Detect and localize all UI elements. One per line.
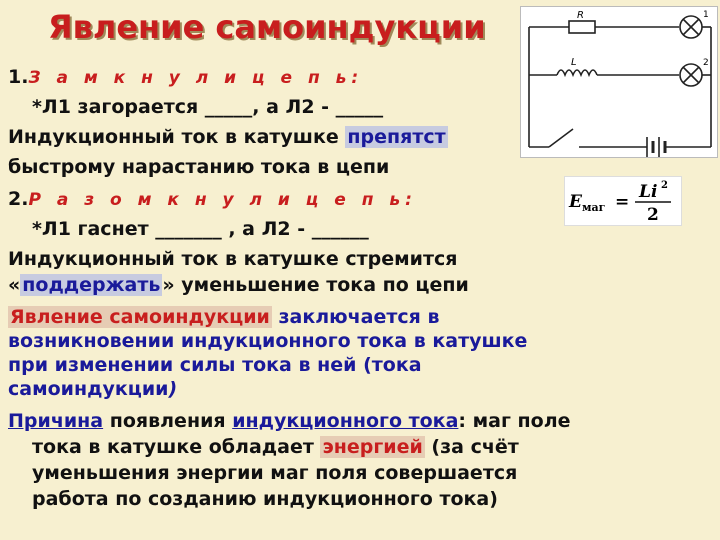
- step-1-heading: 1.З а м к н у л и ц е п ь:: [8, 66, 363, 88]
- cause-line-2: тока в катушке обладает энергией (за счё…: [32, 436, 519, 458]
- definition-line-2: возникновении индукционного тока в катуш…: [8, 330, 528, 352]
- resistor-symbol: [568, 20, 596, 34]
- slide-title: Явление самоиндукции: [48, 8, 486, 46]
- sustain-keyword: поддержать: [20, 274, 163, 296]
- step-2-label: Р а з о м к н у л и ц е п ь:: [28, 190, 417, 210]
- cause-text-2b: (за счёт: [424, 436, 519, 458]
- definition-line-1: Явление самоиндукции заключается в: [8, 306, 439, 328]
- step-2-number: 2.: [8, 188, 29, 210]
- lamp-open-statement: *Л1 гаснет _______ , а Л2 - ______: [32, 218, 369, 240]
- definition-line-4: самоиндукции): [8, 378, 177, 400]
- cause-rest: : маг поле: [458, 410, 571, 432]
- lamp-1-label: 1: [703, 10, 709, 20]
- quote-rest: » уменьшение тока по цепи: [162, 274, 469, 296]
- lamp-closed-statement: *Л1 загорается _____, а Л2 - _____: [32, 96, 384, 118]
- step-2-heading: 2.Р а з о м к н у л и ц е п ь:: [8, 188, 417, 210]
- step-1-label: З а м к н у л и ц е п ь:: [28, 68, 364, 88]
- formula-denominator: 2: [647, 205, 659, 225]
- induced-current-line-3: Индукционный ток в катушке стремится: [8, 248, 458, 270]
- switch-symbol: [548, 128, 574, 148]
- formula-numerator: Li: [638, 182, 657, 202]
- quote-open: «: [8, 274, 21, 296]
- coil-label: L: [571, 57, 577, 68]
- formula-exponent: 2: [661, 180, 668, 191]
- resistor-label: R: [577, 10, 584, 21]
- coil-symbol: [556, 69, 598, 78]
- energy-formula: E маг = Li 2 2: [564, 176, 682, 226]
- cause-line-3: уменьшения энергии маг поля совершается: [32, 462, 518, 484]
- cause-term: Причина: [8, 410, 104, 432]
- definition-paren: ): [168, 378, 178, 400]
- circuit-diagram: R L 1 2: [520, 6, 718, 158]
- energy-keyword: энергией: [320, 436, 425, 458]
- cause-text-2: тока в катушке обладает: [32, 436, 321, 458]
- cause-term-2: индукционного тока: [232, 410, 459, 432]
- definition-line-3: при изменении силы тока в ней (тока: [8, 354, 422, 376]
- step-1-number: 1.: [8, 66, 29, 88]
- cause-line-4: работа по созданию индукционного тока): [32, 488, 498, 510]
- formula-subscript: маг: [582, 201, 606, 214]
- cause-line-1: Причина появления индукционного тока: ма…: [8, 410, 571, 432]
- formula-equals: =: [615, 192, 629, 212]
- definition-text-4: самоиндукции: [8, 378, 169, 400]
- cause-mid: появления: [103, 410, 233, 432]
- definition-text-1: заключается в: [271, 306, 440, 328]
- induced-current-line-1: Индукционный ток в катушке препятст: [8, 126, 448, 148]
- lamp-2-label: 2: [703, 58, 709, 68]
- induced-current-text: Индукционный ток в катушке: [8, 126, 346, 148]
- opposes-keyword: препятст: [345, 126, 448, 148]
- induced-current-line-2: быстрому нарастанию тока в цепи: [8, 156, 390, 178]
- induced-current-line-4: «поддержать» уменьшение тока по цепи: [8, 274, 469, 296]
- formula-lhs: E: [568, 192, 583, 212]
- definition-term: Явление самоиндукции: [8, 306, 272, 328]
